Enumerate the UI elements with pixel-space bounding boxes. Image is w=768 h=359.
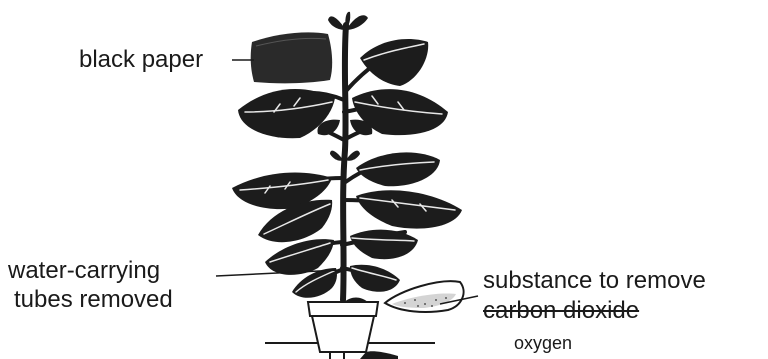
water-tubes-label-line2: tubes removed [14,287,173,313]
water-tubes-label-line1: water-carrying [8,258,160,284]
substance-replacement-label: oxygen [514,330,572,356]
flower-pot [308,298,398,359]
black-paper [251,32,332,83]
plant-stem [343,25,346,300]
substance-label-line2-struck: carbon dioxide [483,298,639,324]
substance-label-line1: substance to remove [483,268,706,294]
black-paper-label: black paper [79,47,203,73]
shallow-dish [385,281,464,312]
